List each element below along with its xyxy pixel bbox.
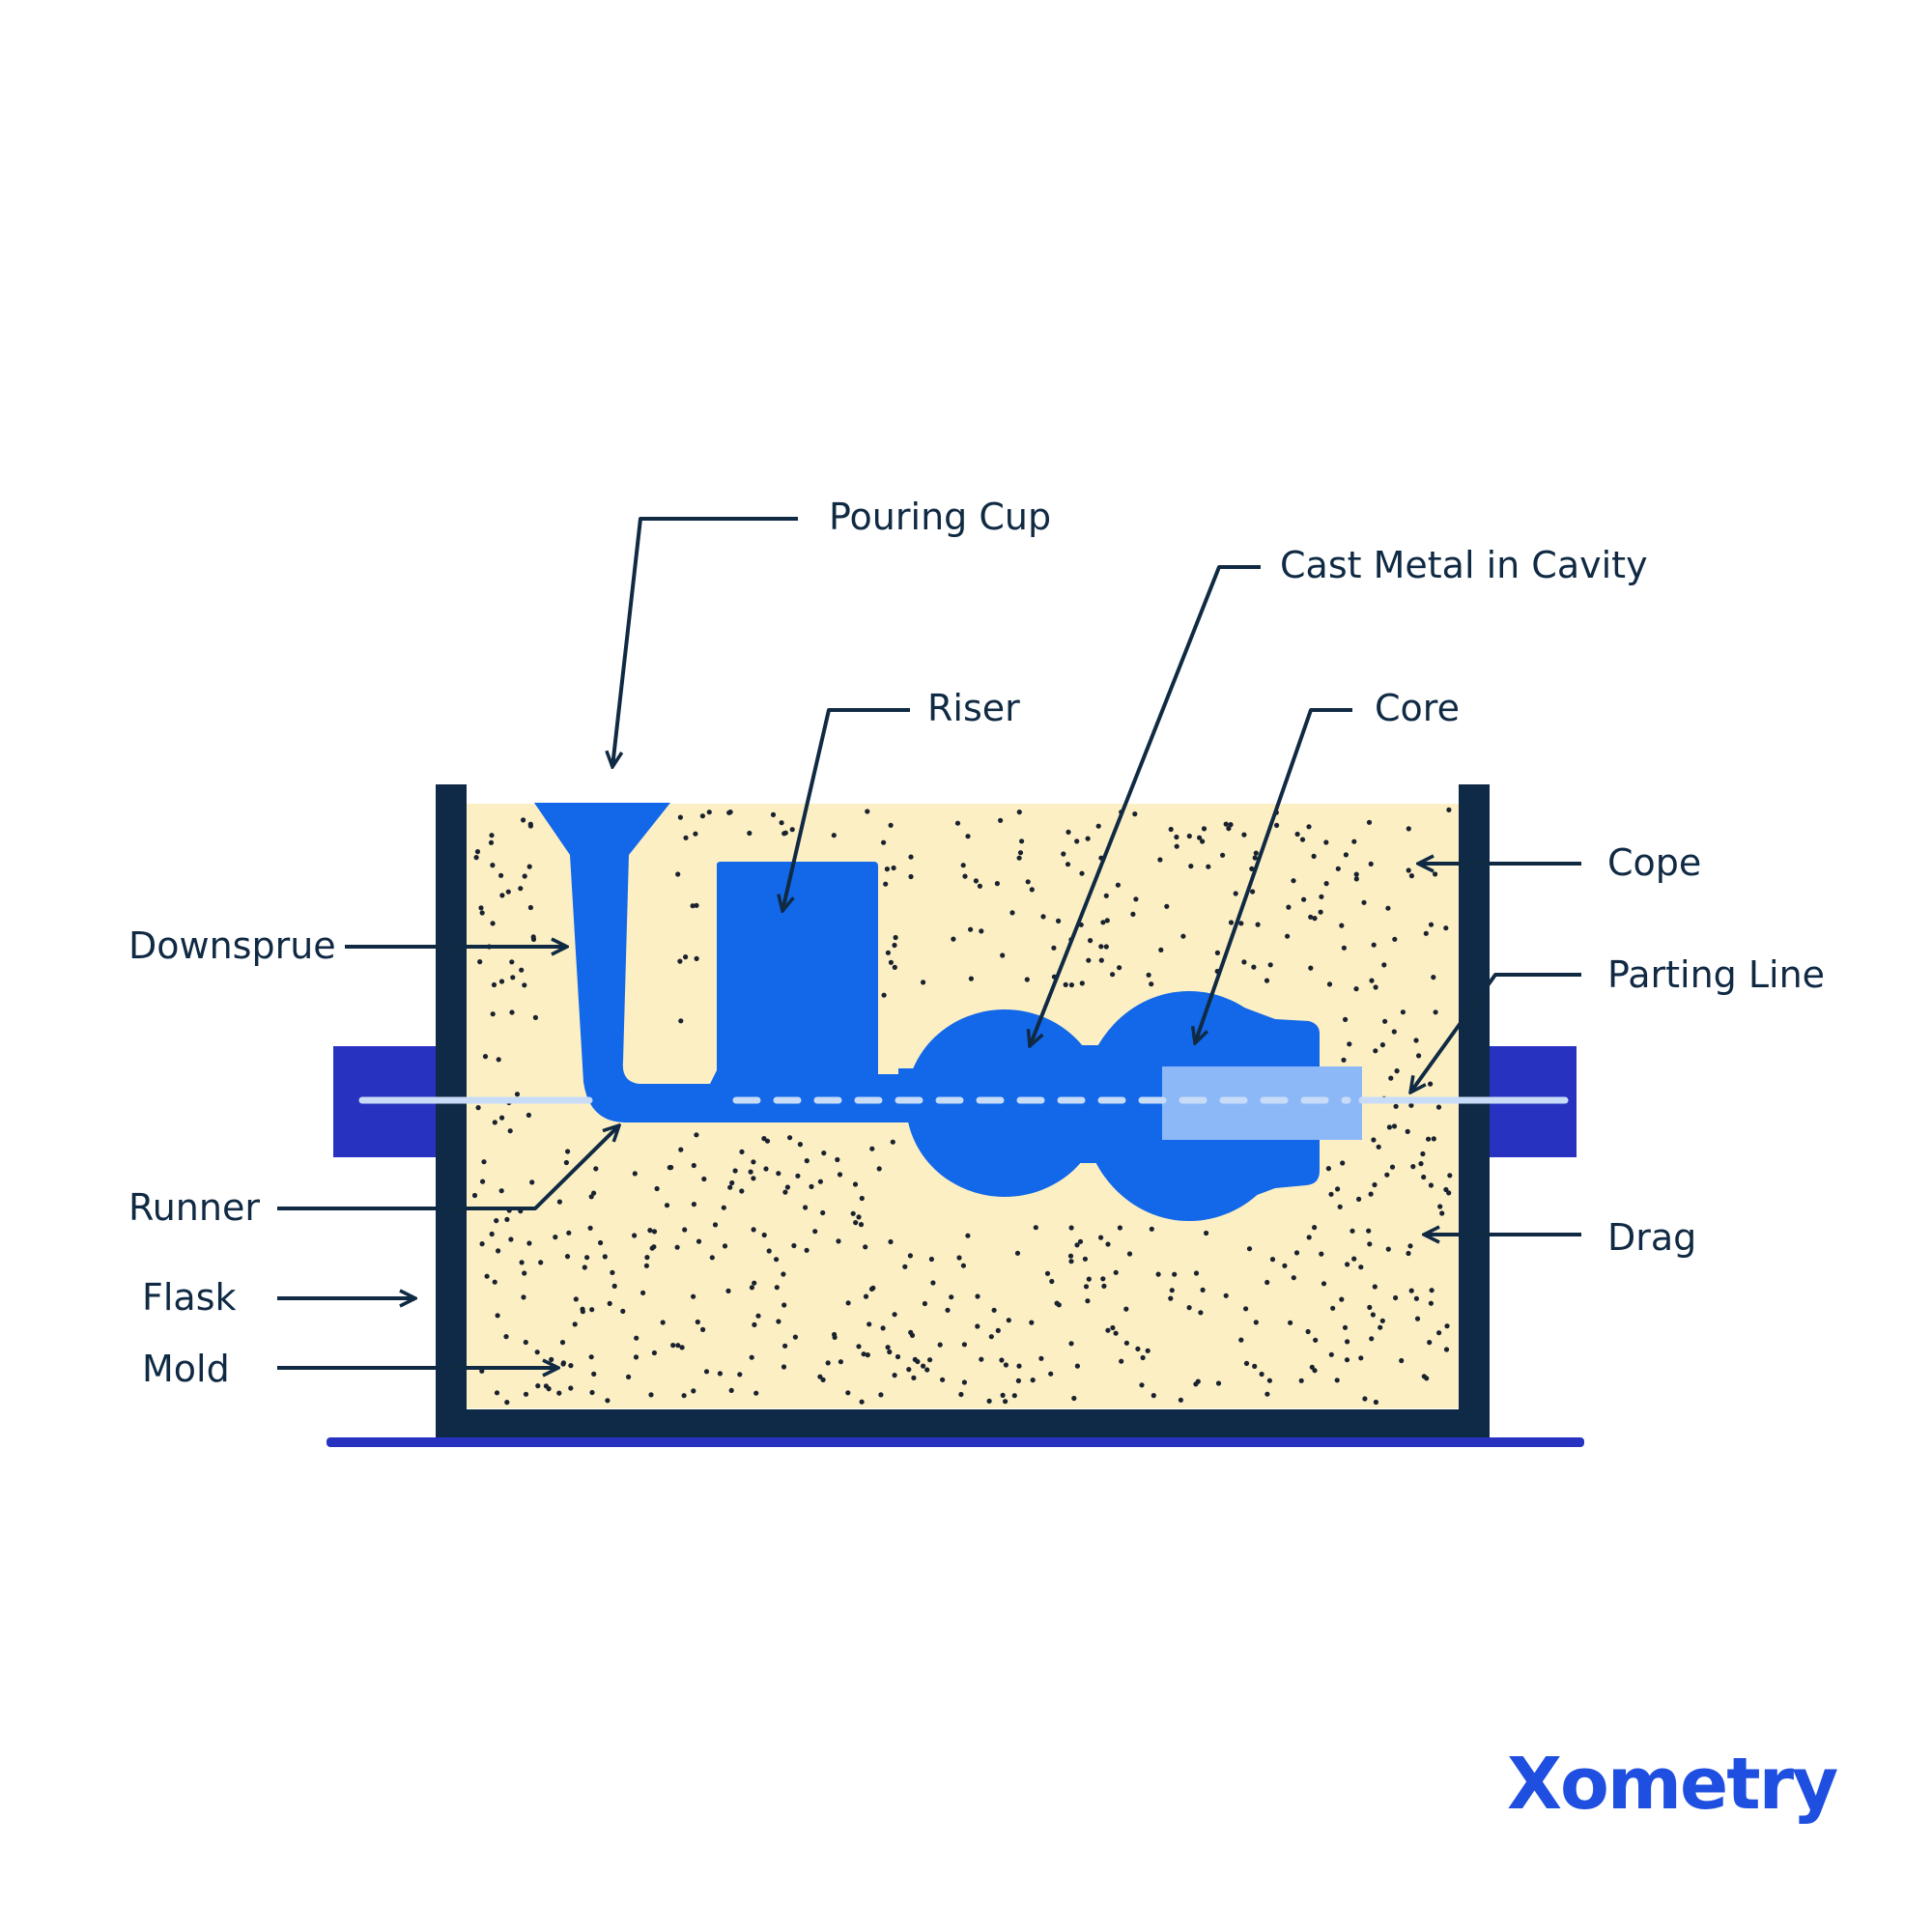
cast-metal-arrow [1030,565,1261,1046]
riser-arrow [782,708,910,911]
sand-dots [471,807,1453,1406]
label-mold: Mold [142,1348,230,1390]
label-cope: Cope [1607,841,1702,884]
label-flask: Flask [142,1276,237,1319]
core-arrow [1195,708,1352,1043]
label-parting-line: Parting Line [1607,953,1826,996]
runner-arrow [277,1125,619,1210]
parting-line-arrow [1410,973,1581,1093]
riser [717,862,878,1076]
label-downsprue: Downsprue [128,924,336,967]
label-runner: Runner [128,1186,260,1229]
xometry-logo: Xometry [1507,1743,1838,1826]
pouring-cup-arrow [612,517,798,767]
label-pouring-cup: Pouring Cup [829,496,1052,538]
base-plate [327,1437,1584,1447]
label-riser: Riser [927,687,1020,729]
label-cast-metal: Cast Metal in Cavity [1280,544,1648,586]
label-drag: Drag [1607,1216,1697,1259]
label-core: Core [1375,687,1460,729]
